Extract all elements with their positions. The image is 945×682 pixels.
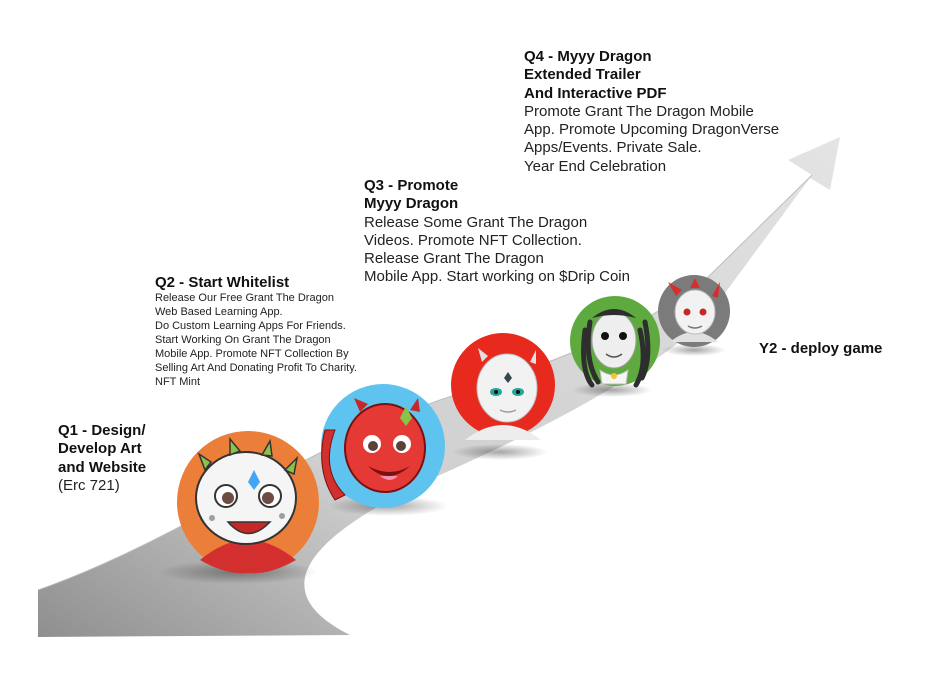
milestone-title: Y2 - deploy game <box>759 340 883 357</box>
avatar-shadow <box>452 444 548 460</box>
milestone-title: Q3 - Promote Myyy Dragon <box>364 177 459 213</box>
milestone-q2: Q2 - Start Whitelist Release Our Free Gr… <box>155 274 357 390</box>
red-dragon-avatar <box>321 384 445 508</box>
milestone-y2: Y2 - deploy game <box>759 340 882 358</box>
milestone-body: Release Our Free Grant The Dragon Web Ba… <box>155 292 357 389</box>
milestone-title: Q4 - Myyy Dragon Extended Trailer And In… <box>524 48 667 102</box>
milestone-body: Promote Grant The Dragon Mobile App. Pro… <box>524 102 780 175</box>
avatar-shadow <box>662 344 726 356</box>
milestone-title: Q2 - Start Whitelist <box>155 274 290 291</box>
white-dragon-avatar <box>177 431 319 574</box>
milestone-q4: Q4 - Myyy Dragon Extended Trailer And In… <box>524 48 779 176</box>
milestone-body: (Erc 721) <box>58 476 120 494</box>
milestone-body: Release Some Grant The Dragon Videos. Pr… <box>364 213 630 286</box>
dreadlocks-dragon-avatar <box>570 296 660 388</box>
white-dragon-red-bg-avatar <box>451 333 555 440</box>
milestone-q1: Q1 - Design/ Develop Art and Website (Er… <box>58 422 146 495</box>
milestone-q3: Q3 - Promote Myyy Dragon Release Some Gr… <box>364 177 630 287</box>
milestone-title: Q1 - Design/ Develop Art and Website <box>58 422 147 476</box>
grey-dragon-avatar <box>658 275 730 347</box>
